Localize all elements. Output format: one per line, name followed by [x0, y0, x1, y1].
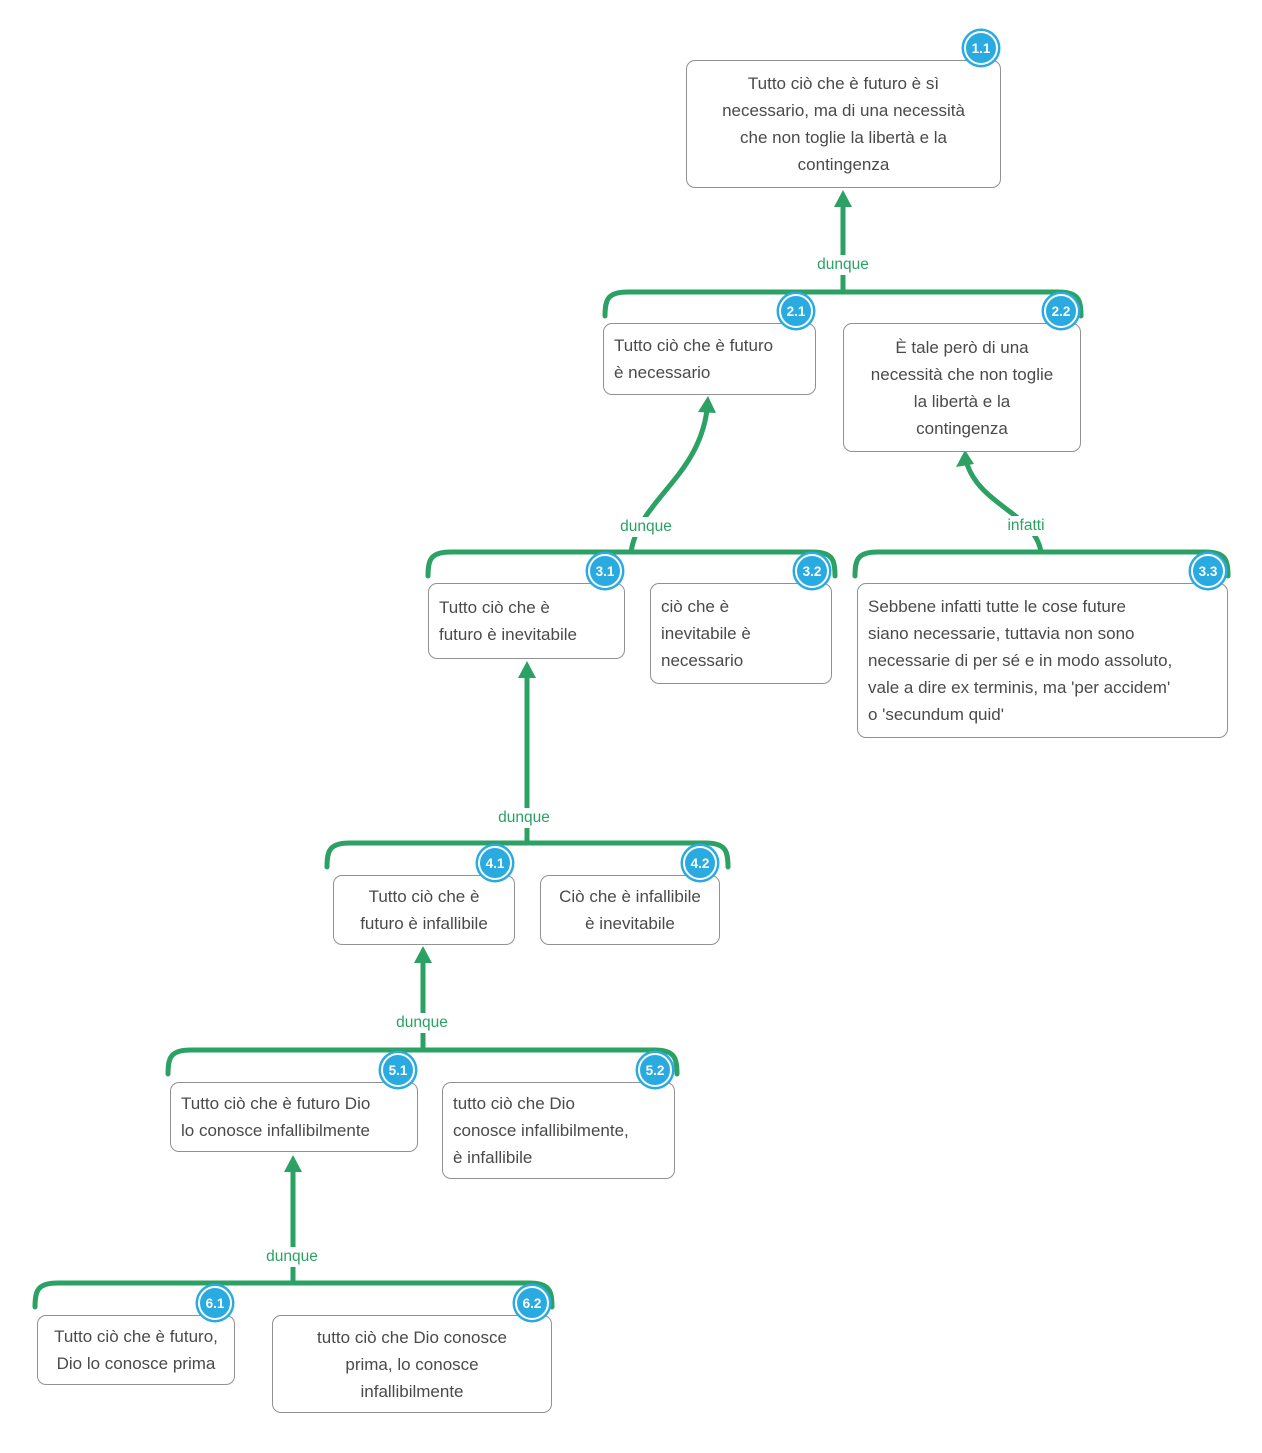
bracket-group-3 [425, 549, 838, 579]
bracket-group-5 [165, 1047, 680, 1077]
node-text-5-1: Tutto ciò che è futuro Dio lo conosce in… [181, 1094, 371, 1140]
node-text-2-1: Tutto ciò che è futuro è necessario [614, 336, 774, 382]
node-badge-3-3: 3.3 [1191, 554, 1225, 588]
edge-label-dunque-1: dunque [813, 255, 873, 275]
node-badge-5-2: 5.2 [638, 1053, 672, 1087]
node-5-2[interactable]: 5.2 tutto ciò che Dio conosce infallibilm… [442, 1053, 675, 1179]
bracket-group-4 [324, 840, 731, 870]
node-2-2[interactable]: 2.2 È tale però di una necessità che non … [843, 294, 1081, 452]
node-text-3-1: Tutto ciò che è futuro è inevitabile [439, 598, 577, 644]
arrowhead-to-2-2 [956, 450, 974, 467]
arrowhead-to-4-1 [414, 946, 432, 963]
node-badge-3-2: 3.2 [795, 554, 829, 588]
edge-label-dunque-4: dunque [392, 1013, 452, 1033]
node-text-3-3: Sebbene infatti tutte le cose future sia… [868, 597, 1173, 724]
node-text-6-2: tutto ciò che Dio conosce prima, lo cono… [317, 1327, 507, 1401]
node-text-4-1: Tutto ciò che è futuro è infallibile [360, 887, 488, 933]
node-badge-4-2: 4.2 [683, 846, 717, 880]
node-text-4-2: Ciò che è infallibile è inevitabile [559, 887, 701, 933]
node-badge-2-1: 2.1 [779, 294, 813, 328]
node-badge-4-1: 4.1 [478, 846, 512, 880]
node-3-2[interactable]: 3.2 ciò che è inevitabile è necessario [650, 554, 832, 684]
edge-label-dunque-2: dunque [616, 517, 676, 537]
node-badge-6-2: 6.2 [515, 1286, 549, 1320]
edge-label-dunque-3: dunque [494, 808, 554, 828]
node-text-5-2: tutto ciò che Dio conosce infallibilment… [453, 1094, 629, 1167]
node-text-1-1: Tutto ciò che è futuro è sì necessario, … [722, 74, 965, 174]
node-badge-5-1: 5.1 [381, 1053, 415, 1087]
arrowhead-to-5-1 [284, 1155, 302, 1172]
arrow-to-2-2 [964, 461, 1044, 555]
node-text-2-2: È tale però di una necessità che non tog… [870, 337, 1054, 438]
edge-label-dunque-5: dunque [262, 1247, 322, 1267]
node-badge-2-2: 2.2 [1044, 294, 1078, 328]
arrowhead-to-3-1 [518, 661, 536, 678]
arrowhead-to-1-1 [834, 190, 852, 207]
node-badge-6-1: 6.1 [198, 1286, 232, 1320]
arrowhead-to-2-1 [698, 396, 716, 413]
bracket-group-3-3 [852, 549, 1231, 579]
node-badge-1-1: 1.1 [964, 31, 998, 65]
edge-label-infatti: infatti [1003, 516, 1049, 536]
bracket-group-2 [602, 289, 1084, 319]
node-text-6-1: Tutto ciò che è futuro, Dio lo conosce p… [54, 1327, 218, 1373]
bracket-group-6 [32, 1280, 555, 1310]
node-badge-3-1: 3.1 [588, 554, 622, 588]
node-text-3-2: ciò che è inevitabile è necessario [661, 597, 751, 670]
